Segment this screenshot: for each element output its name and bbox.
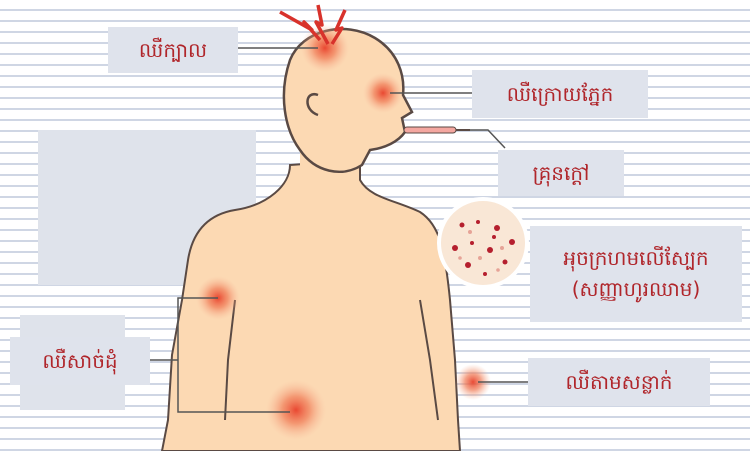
fever-text: គ្រុនក្តៅ bbox=[533, 161, 590, 186]
rash-text-line2: (សញ្ញាហូរឈាម) bbox=[572, 277, 701, 302]
headache-text: ឈឺក្បាល bbox=[139, 38, 207, 63]
rash-text-line1: អុចក្រហមលើស្បែក bbox=[563, 246, 708, 271]
label-fever: គ្រុនក្តៅ bbox=[498, 150, 624, 196]
leader-line-fever bbox=[470, 130, 505, 148]
eye-pain-text: ឈឺក្រោយភ្នែក bbox=[507, 82, 614, 107]
label-rash: អុចក្រហមលើស្បែក (សញ្ញាហូរឈាម) bbox=[530, 226, 742, 322]
thermometer bbox=[404, 127, 456, 133]
joint-pain-text: ឈឺតាមសន្លាក់ bbox=[566, 370, 673, 395]
label-eye-pain: ឈឺក្រោយភ្នែក bbox=[472, 70, 648, 118]
muscle-pain-text: ឈឺសាច់ដុំ bbox=[42, 349, 117, 374]
lightning-icon bbox=[280, 12, 320, 40]
label-headache: ឈឺក្បាល bbox=[108, 27, 238, 73]
label-joint-pain: ឈឺតាមសន្លាក់ bbox=[528, 358, 710, 406]
muscle-pain-spot-abdomen bbox=[266, 380, 326, 440]
label-muscle-pain: ឈឺសាច់ដុំ bbox=[10, 337, 150, 385]
